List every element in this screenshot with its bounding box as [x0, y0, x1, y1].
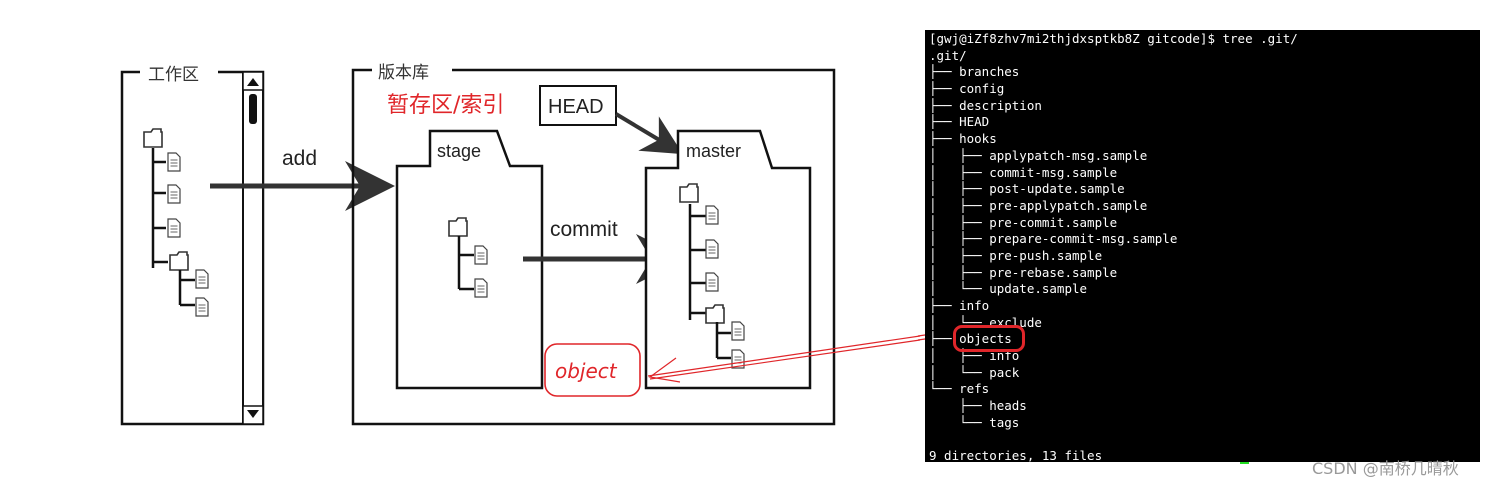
- file-icon: [705, 239, 719, 259]
- workspace-panel: 工作区: [120, 65, 265, 426]
- terminal-tree-line: │ ├── post-update.sample: [929, 181, 1125, 197]
- stage-area: stage: [395, 129, 544, 390]
- objects-link-arrow: [647, 335, 920, 383]
- terminal-tree-line: │ ├── pre-push.sample: [929, 247, 1103, 263]
- git-workflow-diagram: 工作区 add 版本库 暂存区/索引: [120, 63, 920, 426]
- workspace-file-tree: [143, 128, 209, 317]
- scroll-thumb[interactable]: [249, 94, 257, 124]
- terminal-tree-line: │ ├── prepare-commit-msg.sample: [929, 231, 1178, 247]
- scroll-up-arrow-icon[interactable]: [247, 78, 259, 86]
- scroll-down-arrow-icon[interactable]: [247, 410, 259, 418]
- commit-label: commit: [550, 218, 618, 241]
- file-icon: [474, 278, 488, 298]
- terminal-tree-line: ├── objects: [929, 331, 1012, 347]
- file-icon: [731, 321, 745, 341]
- terminal-tree-line: ├── heads: [929, 398, 1027, 414]
- master-label: master: [686, 141, 741, 161]
- terminal-tree-line: │ ├── applypatch-msg.sample: [929, 147, 1148, 163]
- folder-icon: [679, 183, 699, 203]
- terminal-tree-line: └── refs: [929, 381, 990, 397]
- terminal-tree-line: ├── config: [929, 81, 1005, 97]
- scrollbar[interactable]: [242, 71, 264, 425]
- terminal-tree-line: │ ├── pre-applypatch.sample: [929, 197, 1148, 213]
- repository-panel: 版本库 暂存区/索引 HEAD stage commit master: [351, 63, 836, 426]
- master-branch: master: [644, 129, 812, 390]
- terminal-window[interactable]: [gwj@iZf8zhv7mi2thjdxsptkb8Z gitcode]$ t…: [925, 30, 1480, 464]
- watermark: CSDN @南桥几晴秋: [1312, 459, 1459, 478]
- terminal-tree-line: ├── description: [929, 97, 1042, 113]
- file-icon: [195, 297, 209, 317]
- terminal-cursor: [1240, 462, 1249, 464]
- terminal-tree-line: [929, 432, 1480, 449]
- object-annotation: object: [544, 343, 641, 397]
- terminal-tree-line: │ └── pack: [929, 364, 1020, 380]
- terminal-tree-line: │ └── update.sample: [929, 281, 1088, 297]
- head-pointer: HEAD: [539, 85, 683, 155]
- file-icon: [705, 205, 719, 225]
- file-icon: [195, 269, 209, 289]
- repository-label: 版本库: [378, 63, 429, 83]
- terminal-tree-line: │ ├── pre-commit.sample: [929, 214, 1118, 230]
- add-arrow: add: [210, 147, 395, 211]
- folder-icon: [169, 251, 189, 271]
- file-icon: [474, 245, 488, 265]
- workspace-label: 工作区: [148, 65, 199, 85]
- terminal-summary-line: 9 directories, 13 files: [929, 448, 1103, 464]
- terminal-tree-line: ├── hooks: [929, 131, 997, 147]
- folder-icon: [448, 217, 468, 237]
- staging-index-annotation: 暂存区/索引: [387, 93, 504, 118]
- head-label: HEAD: [548, 96, 604, 118]
- terminal-tree-line: │ ├── pre-rebase.sample: [929, 264, 1118, 280]
- file-icon: [705, 272, 719, 292]
- stage-label: stage: [437, 141, 481, 161]
- folder-icon: [705, 304, 725, 324]
- terminal-tree-line: └── tags: [929, 414, 1020, 430]
- add-label: add: [282, 147, 317, 170]
- file-icon: [167, 152, 181, 172]
- objects-highlight-circle: [953, 325, 1025, 352]
- file-icon: [167, 184, 181, 204]
- terminal-tree-line: ├── info: [929, 298, 990, 313]
- terminal-tree-line: ├── HEAD: [929, 114, 990, 130]
- terminal-tree-line: ├── branches: [929, 64, 1020, 80]
- object-label: object: [555, 359, 618, 383]
- file-icon: [167, 218, 181, 238]
- folder-icon: [143, 128, 163, 148]
- terminal-tree-line: │ ├── commit-msg.sample: [929, 164, 1118, 180]
- terminal-command-line: [gwj@iZf8zhv7mi2thjdxsptkb8Z gitcode]$ t…: [929, 31, 1298, 46]
- terminal-tree-line: .git/: [929, 47, 967, 63]
